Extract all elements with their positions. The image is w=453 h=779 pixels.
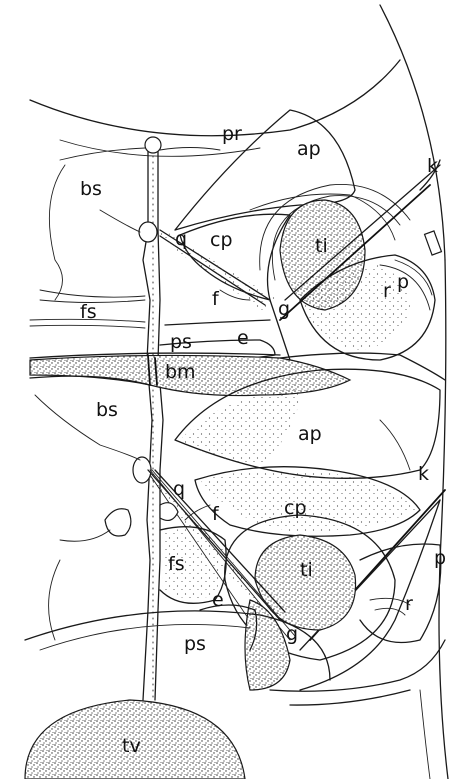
- label-fs-upper: fs: [80, 301, 97, 323]
- label-q-lower: q: [173, 478, 185, 500]
- label-r-upper: r: [383, 280, 391, 302]
- label-e-upper: e: [237, 327, 249, 349]
- lower-big-arc-inner: [40, 624, 250, 650]
- label-bm: bm: [165, 361, 196, 383]
- label-tv: tv: [122, 735, 141, 757]
- label-k-lower: k: [418, 463, 429, 485]
- label-fs-lower: fs: [168, 553, 185, 575]
- outline-right-edge-lower: [439, 260, 448, 779]
- label-ap-upper: ap: [297, 138, 321, 160]
- k-upper-block: [425, 231, 442, 255]
- label-q-upper: q: [175, 228, 187, 250]
- midline-column-right: [155, 140, 163, 700]
- lower-outer-sweep: [270, 640, 445, 691]
- left-lower-blob: [105, 509, 131, 536]
- label-ap-lower: ap: [298, 423, 322, 445]
- label-r-lower: r: [405, 593, 413, 615]
- ap-lower-stipple: [180, 388, 300, 465]
- label-cp-upper: cp: [210, 229, 233, 251]
- label-p-upper: p: [397, 271, 409, 293]
- label-ti-upper: ti: [315, 235, 328, 257]
- ps-upper-line: [165, 320, 270, 325]
- lower-outer-sweep-2: [290, 690, 410, 705]
- label-pr: pr: [222, 123, 242, 145]
- outline-right-inner: [420, 690, 430, 779]
- left-lower-outline: [49, 530, 110, 640]
- label-k-upper: k: [427, 155, 438, 177]
- label-f-lower: f: [212, 503, 220, 525]
- label-bs-upper: bs: [80, 178, 102, 200]
- outline-left-top: [49, 165, 65, 300]
- midline-node-upper: [139, 222, 157, 242]
- left-mid-outline: [35, 395, 140, 460]
- label-ps-lower: ps: [184, 633, 206, 655]
- label-f-upper: f: [212, 288, 220, 310]
- label-e-lower: e: [212, 589, 224, 611]
- cp-lower-stipple: [200, 470, 415, 532]
- label-cp-lower: cp: [284, 497, 307, 519]
- midline-node-top: [145, 137, 161, 153]
- label-g-upper: g: [278, 298, 290, 320]
- outline-top-arc: [30, 60, 400, 136]
- label-ps-upper: ps: [170, 331, 192, 353]
- k-lower-curve: [380, 420, 410, 470]
- pr-region-lower: [360, 544, 441, 643]
- label-bs-lower: bs: [96, 399, 118, 421]
- label-ti-lower: ti: [300, 559, 313, 581]
- label-p-lower: p: [434, 547, 446, 569]
- label-g-lower: g: [286, 623, 298, 645]
